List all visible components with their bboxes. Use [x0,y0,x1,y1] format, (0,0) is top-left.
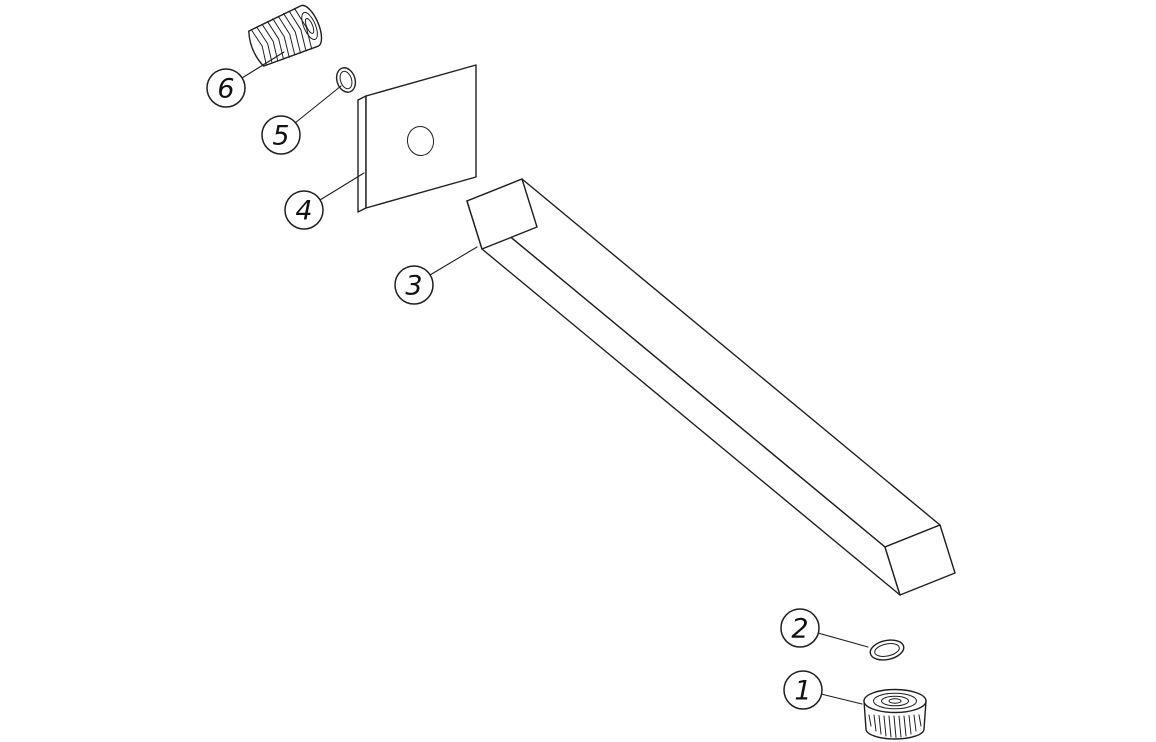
callout-6: 6 [206,68,246,108]
arm-front-face [466,200,901,596]
fitting-bottom-ring-mid [881,695,909,707]
callout-2-number: 2 [791,614,808,645]
callout-4: 4 [284,190,324,230]
part-o-ring-bottom [869,639,905,661]
plate-hole [406,126,435,156]
callout-6-number: 6 [217,74,234,105]
part-threaded-fitting-bottom [863,688,927,740]
callout-1: 1 [783,670,823,710]
part-o-ring-top [335,67,357,93]
leader-line-1 [820,693,863,705]
callout-2: 2 [780,608,820,648]
fitting-bottom-threads [868,714,922,738]
leader-line-5 [294,85,342,124]
o-ring-bottom-outer [869,639,905,661]
leader-line-3 [429,246,478,276]
part-wall-plate [357,64,477,213]
fitting-top-body [248,4,323,67]
leader-line-6 [241,51,285,79]
o-ring-bottom-inner [874,643,900,657]
arm-top-face [466,178,941,548]
callout-3-number: 3 [405,271,422,302]
plate-front-face [365,64,477,209]
callout-3-circle [394,265,434,305]
part-square-arm-tube [466,178,956,596]
fitting-bottom-ring-outer [873,692,917,710]
leader-line-2 [817,632,869,648]
callout-5-circle [261,115,301,155]
fitting-bottom-ring-inner [888,698,902,704]
arm-near-end-face [466,178,538,250]
callout-5-number: 5 [272,121,289,152]
o-ring-top-outer [335,67,357,93]
plate-side-face [357,95,367,213]
callout-3: 3 [394,265,434,305]
leader-line-4 [319,172,365,201]
callout-4-number: 4 [295,196,312,227]
callout-4-circle [284,190,324,230]
leader-lines [241,51,869,705]
callout-1-circle [783,670,823,710]
callout-2-circle [780,608,820,648]
o-ring-top-inner [339,70,353,90]
callout-5: 5 [261,115,301,155]
fitting-top-bore-outer [301,11,318,41]
callout-1-number: 1 [794,676,811,707]
callout-6-circle [206,68,246,108]
arm-far-end-face [884,524,956,596]
part-threaded-fitting-top [248,4,323,67]
